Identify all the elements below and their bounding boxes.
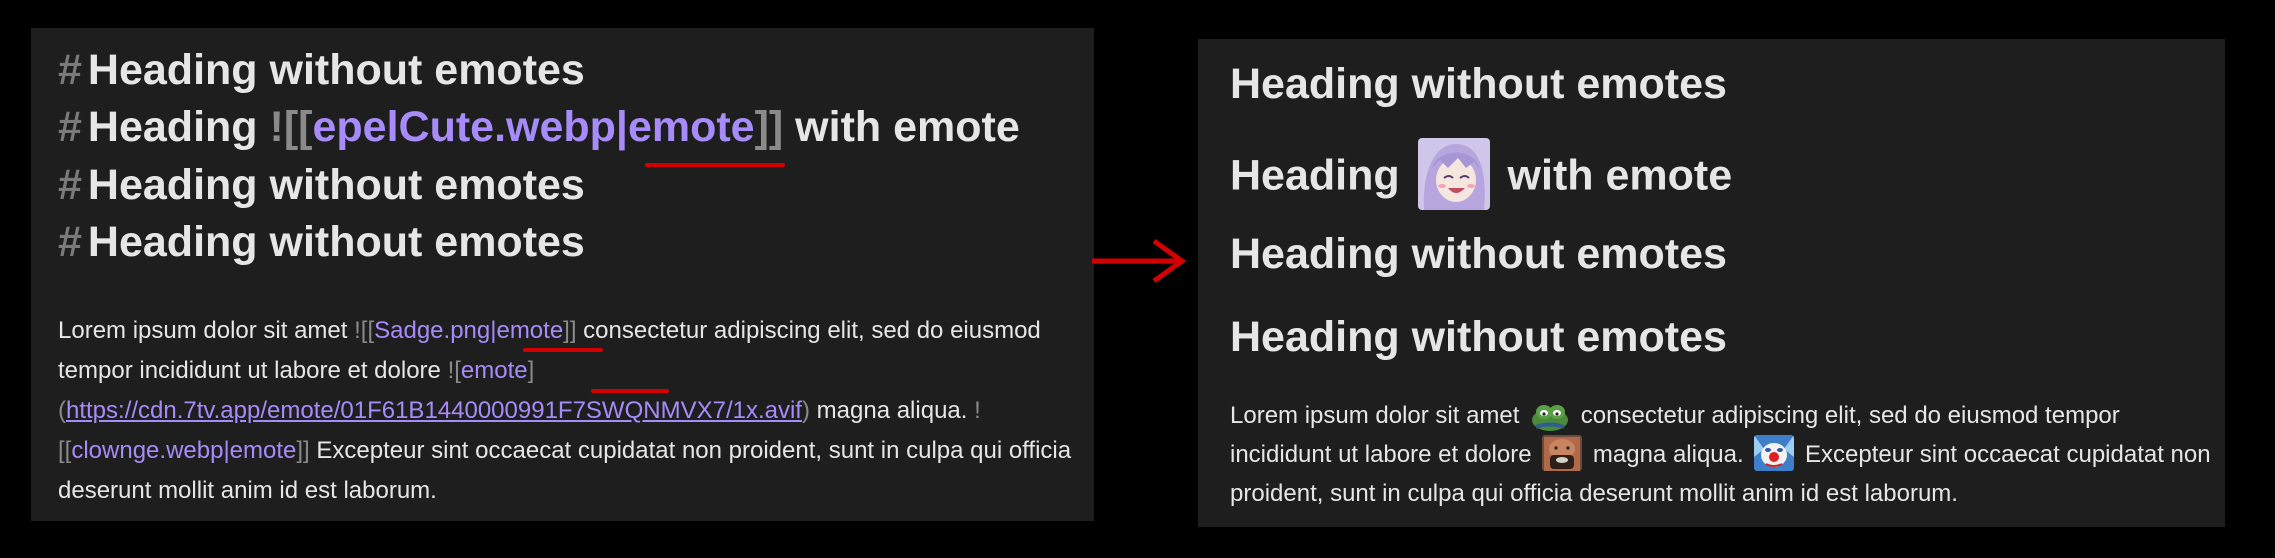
paragraph-text: magna aliqua. (809, 397, 975, 424)
heading-text: Heading without emotes (87, 161, 585, 209)
embed-link-clownge[interactable]: clownge.webp|emote (71, 437, 297, 464)
embed-open-bracket: ![[ (58, 397, 981, 464)
image-url-link[interactable]: https://cdn.7tv.app/emote/01F61B14400009… (66, 397, 802, 424)
heading-text: Heading without emotes (1230, 60, 1727, 108)
preview-heading-4: Heading without emotes (1230, 313, 1727, 362)
source-heading-3[interactable]: #Heading without emotes (58, 161, 585, 210)
embed-close-bracket: ]] (296, 437, 310, 464)
heading-hash: # (58, 161, 82, 209)
heading-text: Heading without emotes (1230, 313, 1727, 361)
embed-link-alias[interactable]: emote (627, 103, 755, 151)
heading-hash: # (58, 218, 82, 266)
embed-link-file[interactable]: epelCute.webp| (312, 103, 628, 151)
heading-text: Heading without emotes (1230, 230, 1727, 278)
heading-hash: # (58, 46, 82, 94)
embed-link-sadge[interactable]: Sadge.png| (374, 317, 497, 344)
source-heading-4[interactable]: #Heading without emotes (58, 218, 585, 267)
image-alias-emote[interactable]: emote (460, 357, 528, 384)
heading-text-pre: Heading (87, 103, 270, 151)
embed-open-bracket: ![[ (269, 103, 313, 151)
paragraph-text: magna aliqua. (1592, 441, 1744, 468)
heading-text: Heading without emotes (87, 218, 585, 266)
preview-paragraph: Lorem ipsum dolor sit amet consectetur a… (1230, 395, 2215, 513)
annotation-underline-heading (645, 163, 785, 167)
embed-alias-sadge[interactable]: emote (496, 317, 564, 344)
anime-girl-emote-icon (1417, 138, 1490, 210)
preview-heading-2: Heading with emote (1230, 138, 1733, 214)
heading-text-post: with emote (783, 103, 1020, 151)
heading-text-post: with emote (1507, 151, 1733, 200)
paragraph-text: Excepteur sint occaecat cupidatat non pr… (58, 437, 1072, 504)
paragraph-text: consectetur adipiscing elit, sed do eius… (58, 317, 1041, 384)
embed-open-bracket: ![[ (354, 317, 375, 344)
paragraph-text: Excepteur sint occaecat cupidatat non pr… (1230, 441, 2211, 507)
preview-heading-1: Heading without emotes (1230, 60, 1727, 109)
sadge-emote-icon (1530, 395, 1571, 432)
image-mid-bracket: ]( (58, 357, 535, 424)
source-heading-1[interactable]: #Heading without emotes (58, 46, 585, 95)
annotation-underline-sadge (523, 348, 603, 352)
image-open-bracket: ![ (447, 357, 461, 384)
embed-close-bracket: ]] (754, 103, 784, 151)
red-arrow-icon (1092, 238, 1187, 284)
embed-close-bracket: ]] (563, 317, 577, 344)
source-paragraph[interactable]: Lorem ipsum dolor sit amet ![[Sadge.png|… (58, 311, 1088, 511)
man-emote-icon (1542, 434, 1583, 471)
clownge-emote-icon (1754, 434, 1795, 471)
image-close-paren: ) (801, 397, 810, 424)
preview-heading-3: Heading without emotes (1230, 230, 1727, 279)
preview-panel[interactable]: Heading without emotes Heading with emot… (1198, 39, 2225, 527)
editor-panel[interactable]: #Heading without emotes #Heading ![[epel… (31, 28, 1094, 521)
annotation-underline-url (591, 389, 669, 393)
paragraph-text: Lorem ipsum dolor sit amet (1230, 402, 1520, 429)
heading-text-pre: Heading (1230, 151, 1400, 200)
paragraph-text: consectetur adipiscing elit, sed do eius… (1230, 402, 2120, 468)
source-heading-2[interactable]: #Heading ![[epelCute.webp|emote]] with e… (58, 103, 1020, 152)
heading-text: Heading without emotes (87, 46, 585, 94)
heading-hash: # (58, 103, 82, 151)
paragraph-text: Lorem ipsum dolor sit amet (58, 317, 355, 344)
